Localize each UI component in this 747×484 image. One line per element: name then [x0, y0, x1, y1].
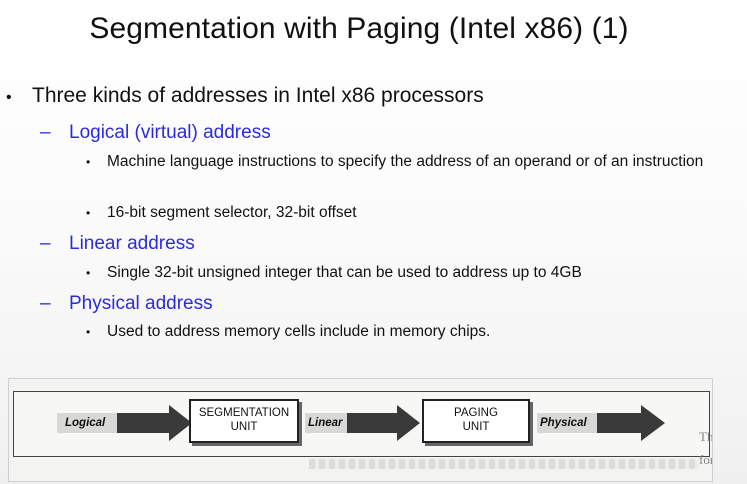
linear-address-heading: – Linear address — [40, 233, 195, 255]
physical-point-1: • Used to address memory cells include i… — [86, 321, 707, 343]
logical-label: Logical — [65, 417, 106, 429]
main-bullet-text: Three kinds of addresses in Intel x86 pr… — [32, 84, 484, 107]
paging-unit-line2: UNIT — [462, 421, 490, 433]
dash-icon: – — [40, 293, 51, 314]
scan-noise — [309, 459, 699, 469]
linear-label: Linear — [308, 417, 343, 429]
segmentation-unit-box: SEGMENTATION UNIT — [189, 399, 299, 443]
paging-unit-line1: PAGING — [454, 407, 498, 419]
bullet-dot-icon: • — [86, 325, 91, 339]
bullet-dot-icon: • — [6, 89, 12, 106]
linear-point-1-text: Single 32-bit unsigned integer that can … — [107, 264, 582, 281]
bullet-dot-icon: • — [86, 155, 91, 169]
linear-address-heading-text: Linear address — [69, 233, 195, 254]
linear-arrow-icon — [305, 405, 420, 441]
scan-text-2: forced — [699, 452, 713, 467]
bullet-dot-icon: • — [86, 266, 91, 280]
linear-point-1: • Single 32-bit unsigned integer that ca… — [86, 262, 727, 284]
scan-text-1: This — [699, 429, 713, 444]
physical-point-1-text: Used to address memory cells include in … — [107, 323, 491, 340]
logical-point-2-text: 16-bit segment selector, 32-bit offset — [107, 204, 357, 221]
dash-icon: – — [40, 233, 51, 254]
physical-arrow-icon — [537, 405, 665, 441]
logical-point-1: • Machine language instructions to speci… — [86, 151, 707, 173]
physical-label: Physical — [540, 417, 587, 429]
segmentation-unit-line2: UNIT — [230, 421, 258, 433]
physical-address-heading-text: Physical address — [69, 293, 213, 314]
bullet-dot-icon: • — [86, 206, 91, 220]
logical-address-heading: – Logical (virtual) address — [40, 122, 271, 144]
logical-point-2: • 16-bit segment selector, 32-bit offset — [86, 202, 707, 224]
slide-title: Segmentation with Paging (Intel x86) (1) — [89, 12, 629, 45]
physical-address-heading: – Physical address — [40, 293, 213, 315]
logical-arrow-icon — [57, 405, 192, 441]
logical-address-heading-text: Logical (virtual) address — [69, 122, 271, 143]
main-bullet: • Three kinds of addresses in Intel x86 … — [6, 84, 484, 108]
address-translation-figure: Logical Linear Physical SEGMENTATION UNI… — [8, 378, 713, 482]
dash-icon: – — [40, 122, 51, 143]
paging-unit-box: PAGING UNIT — [422, 399, 530, 443]
logical-point-1-text: Machine language instructions to specify… — [107, 153, 704, 170]
segmentation-unit-line1: SEGMENTATION — [198, 407, 290, 419]
